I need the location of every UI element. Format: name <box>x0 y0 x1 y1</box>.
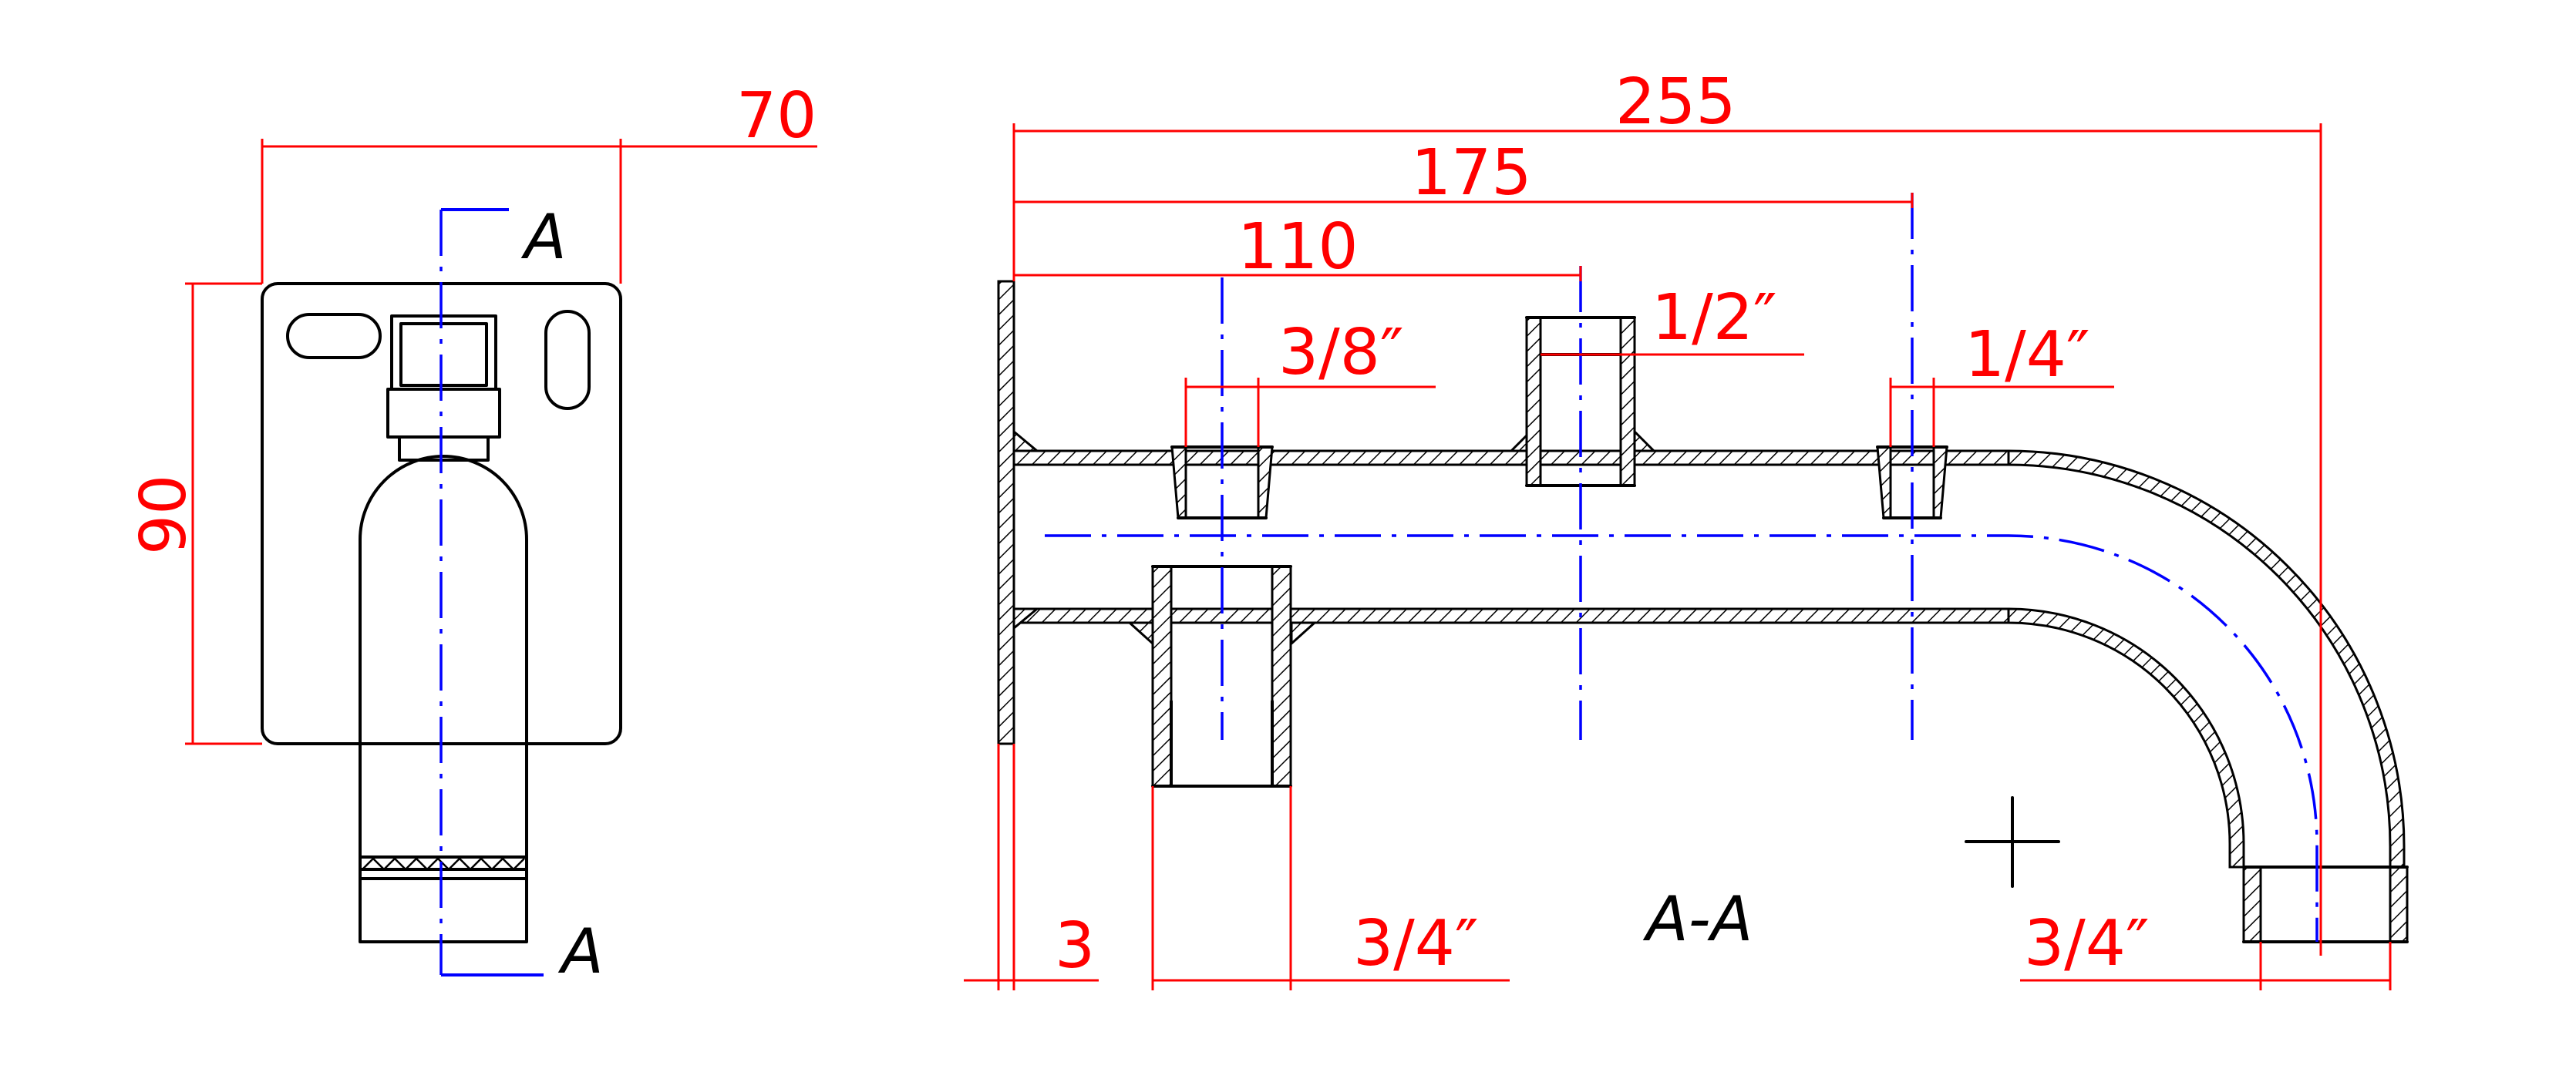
dim-inlet-text: 3/4″ <box>1353 907 1479 980</box>
port-1-2-left-wall <box>1525 316 1542 487</box>
horizontal-slot <box>286 313 382 359</box>
section-view-label: A-A <box>1642 883 1753 955</box>
weld-fillet-inlet-right <box>1290 621 1318 647</box>
dim-3-8-text: 3/8″ <box>1278 316 1404 389</box>
side-view: A A 70 90 <box>127 79 817 987</box>
port-1-4-left-wall <box>1876 445 1892 519</box>
weld-fillet-lower <box>1012 607 1041 631</box>
outlet-fitting-right-wall <box>2389 866 2409 943</box>
spout-inner-wall <box>2007 607 2245 869</box>
dim-outlet-text: 3/4″ <box>2024 907 2150 980</box>
dim-175-text: 175 <box>1411 136 1532 210</box>
outlet-fitting-left-wall <box>2242 866 2262 943</box>
port-3-8-left-wall <box>1170 445 1187 519</box>
wall-plate <box>997 280 1015 745</box>
cartridge-stem <box>386 388 501 439</box>
dim-1-2-text: 1/2″ <box>1652 281 1777 355</box>
body-upper-wall <box>1012 449 2010 466</box>
inlet-right-wall <box>1271 565 1292 788</box>
dim-1-4-text: 1/4″ <box>1965 318 2090 392</box>
weld-fillet-inlet-left <box>1126 621 1154 647</box>
section-label-top: A <box>520 201 567 273</box>
port-1-4-right-wall <box>1932 445 1948 519</box>
dim-255-text: 255 <box>1615 66 1736 139</box>
flow-centerline <box>1045 534 2318 942</box>
dim-90-text: 90 <box>127 475 200 555</box>
dim-110-text: 110 <box>1237 210 1359 284</box>
dim-3-text: 3 <box>1055 909 1095 983</box>
cartridge-neck <box>398 435 490 462</box>
vertical-slot <box>544 310 591 410</box>
port-1-2-right-wall <box>1619 316 1636 487</box>
weld-fillet-upper <box>1012 429 1041 452</box>
dim-70-text: 70 <box>736 79 817 153</box>
inlet-left-wall <box>1151 565 1173 788</box>
spout-front-outline <box>359 455 528 943</box>
section-label-bottom: A <box>557 916 604 987</box>
spout-end-knurl <box>362 857 525 871</box>
port-3-8-right-wall <box>1257 445 1274 519</box>
cartridge-inner <box>399 322 488 387</box>
spout-outer-wall <box>2007 449 2406 869</box>
cartridge-body <box>390 314 497 391</box>
weld-fillet-half-right <box>1633 429 1657 452</box>
section-view: 255 175 110 3/8″ 1/2″ 1/4″ 3 3/4″ <box>964 66 2409 990</box>
